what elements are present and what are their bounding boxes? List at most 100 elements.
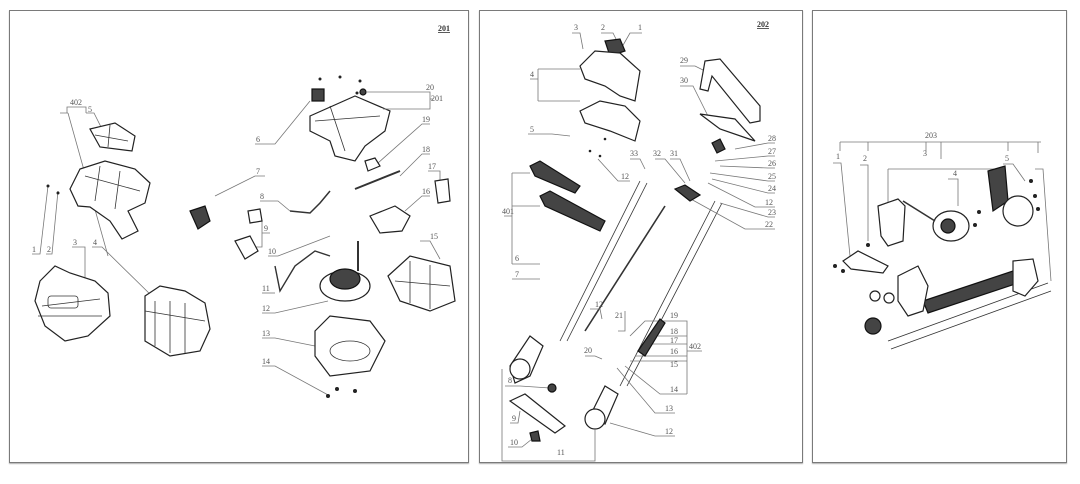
callout-5: 5 [530, 125, 534, 134]
callout-3: 3 [73, 238, 77, 247]
callout-17: 17 [428, 162, 436, 171]
sensor-part [434, 178, 451, 204]
callout-25: 25 [768, 172, 776, 181]
callout-2: 2 [47, 245, 51, 254]
callout-7: 7 [256, 167, 260, 176]
top-handle-part [699, 58, 761, 124]
callout-10: 10 [510, 438, 518, 447]
callout-3: 3 [923, 149, 927, 158]
main-body-part [144, 285, 211, 357]
cap-part [547, 383, 557, 393]
callout-5: 5 [1005, 154, 1009, 163]
callout-1: 1 [638, 23, 642, 32]
callout-4: 4 [530, 70, 534, 79]
rail-upper-part [529, 160, 581, 194]
callout-402: 402 [70, 98, 82, 107]
callout-4: 4 [953, 169, 957, 178]
callout-26: 26 [768, 159, 776, 168]
bracket-part [842, 250, 889, 274]
callout-31: 31 [670, 149, 678, 158]
callout-16: 16 [670, 347, 678, 356]
callout-7: 7 [515, 270, 519, 279]
rail-lower-part [539, 190, 606, 232]
callout-20: 20 [426, 83, 434, 92]
handle-housing-part [309, 95, 391, 162]
diagram-panel-202: 202 3 2 1 4 5 12 401 6 7 33 32 31 29 30 … [479, 10, 803, 463]
callout-13: 13 [262, 329, 270, 338]
callout-22: 22 [765, 220, 773, 229]
callout-6: 6 [256, 135, 260, 144]
assembly-code: 203 [925, 131, 937, 140]
assembly-code: 202 [757, 20, 769, 29]
assembly-code: 201 [438, 24, 450, 33]
callout-12-bottom: 12 [665, 427, 673, 436]
callout-11: 11 [262, 284, 270, 293]
switch-part [311, 88, 325, 102]
control-board-part [369, 205, 411, 234]
callout-23: 23 [768, 208, 776, 217]
callout-402: 402 [689, 342, 701, 351]
drive-end-part [897, 265, 929, 317]
callout-28: 28 [768, 134, 776, 143]
callout-401: 401 [502, 207, 514, 216]
callout-12-right: 12 [765, 198, 773, 207]
callout-9: 9 [512, 414, 516, 423]
callout-8: 8 [508, 376, 512, 385]
height-adjuster-part [637, 318, 666, 357]
idle-end-part [1012, 258, 1039, 297]
connector-part [189, 205, 211, 230]
callout-2: 2 [601, 23, 605, 32]
axle-part [508, 393, 567, 434]
diagram-panel-201: 201 402 5 1 2 3 4 6 20 201 19 18 7 8 9 [9, 10, 469, 463]
callout-15: 15 [430, 232, 438, 241]
end-cap-part [877, 198, 906, 247]
callout-17: 17 [670, 336, 678, 345]
callout-2: 2 [863, 154, 867, 163]
pcb-mount-part [234, 235, 259, 260]
handle-head-part [579, 50, 641, 102]
callout-201: 201 [431, 94, 443, 103]
callout-18: 18 [670, 327, 678, 336]
exploded-view-202: 202 3 2 1 4 5 12 401 6 7 33 32 31 29 30 … [501, 20, 776, 462]
callout-5: 5 [88, 105, 92, 114]
callout-10: 10 [268, 247, 276, 256]
callout-32: 32 [653, 149, 661, 158]
fan-housing-part [314, 315, 386, 377]
callout-15: 15 [670, 360, 678, 369]
gear-part [864, 317, 882, 335]
brush-roll-part [922, 270, 1019, 314]
callout-14: 14 [262, 357, 270, 366]
callout-24: 24 [768, 184, 776, 193]
bracket-part [364, 157, 381, 172]
knob-part [359, 88, 367, 96]
callout-14: 14 [670, 385, 678, 394]
callout-4: 4 [93, 238, 97, 247]
cover-lid-part [89, 122, 136, 152]
callout-21: 21 [615, 311, 623, 320]
callout-12: 12 [262, 304, 270, 313]
callout-27: 27 [768, 147, 776, 156]
diagram-panel-203: 203 1 2 3 4 5 [812, 10, 1067, 463]
upper-housing-part [69, 160, 151, 240]
callout-19: 19 [422, 115, 430, 124]
cable [584, 205, 666, 332]
handle-grip-part [699, 113, 756, 142]
callout-30: 30 [680, 76, 688, 85]
callout-9: 9 [264, 224, 268, 233]
tube-left [559, 180, 648, 342]
callout-11: 11 [557, 448, 565, 457]
callout-29: 29 [680, 56, 688, 65]
callout-6: 6 [515, 254, 519, 263]
callout-13: 13 [665, 404, 673, 413]
exploded-view-203: 203 1 2 3 4 5 [833, 131, 1052, 350]
callout-33: 33 [630, 149, 638, 158]
callout-20: 20 [584, 346, 592, 355]
exploded-view-201: 201 402 5 1 2 3 4 6 20 201 19 18 7 8 9 [32, 24, 456, 398]
gear-housing-part [1002, 195, 1034, 227]
callout-12-top: 12 [621, 172, 629, 181]
callout-18: 18 [422, 145, 430, 154]
callout-1: 1 [836, 152, 840, 161]
callout-8: 8 [260, 192, 264, 201]
callout-19: 19 [670, 311, 678, 320]
callout-3: 3 [574, 23, 578, 32]
